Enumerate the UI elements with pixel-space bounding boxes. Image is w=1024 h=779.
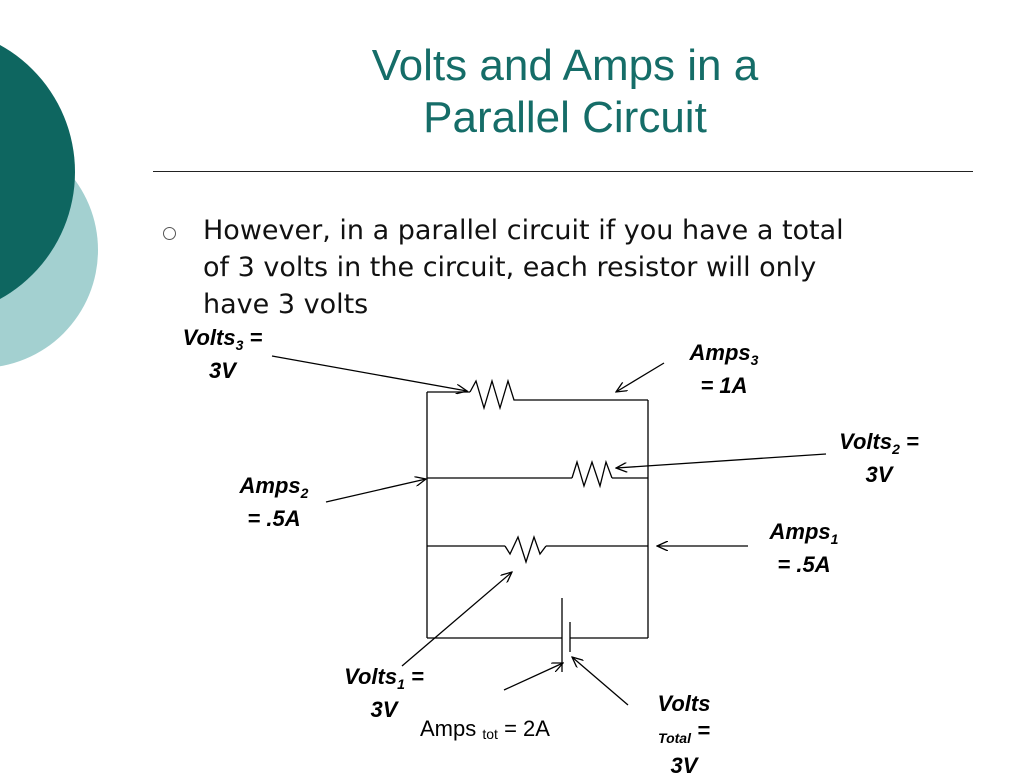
bullet-line-2: of 3 volts in the circuit, each resistor… [203, 252, 817, 283]
bullet-line-1: However, in a parallel circuit if you ha… [203, 215, 844, 246]
title-line-1: Volts and Amps in a [371, 41, 759, 90]
title-line-2: Parallel Circuit [423, 93, 707, 142]
resistor-2 [571, 459, 613, 489]
label-amps-2: Amps2 = .5A [239, 473, 309, 531]
label-volts-2: Volts2 = 3V [839, 429, 919, 487]
label-arrows [271, 355, 827, 706]
arrow-volts3 [271, 355, 467, 391]
title-divider [153, 171, 973, 172]
label-volts-1: Volts1 = 3V [344, 664, 424, 722]
resistor-1 [504, 534, 547, 565]
arrow-volts-total [572, 657, 629, 706]
decorative-circles [0, 45, 98, 367]
circuit-wires [426, 378, 649, 672]
label-amps-1: Amps1 = .5A [769, 519, 839, 577]
label-amps-3: Amps3 = 1A [689, 340, 759, 398]
arrow-amps2 [325, 479, 426, 503]
slide-title: Volts and Amps in a Parallel Circuit [250, 40, 880, 144]
arrow-volts1 [401, 572, 512, 667]
arrow-volts2 [616, 453, 827, 468]
label-volts-3: Volts3 = 3V [182, 325, 263, 383]
resistor-3 [469, 378, 522, 411]
label-volts-total: Volts Total = 3V [657, 691, 711, 778]
arrow-amps-total [503, 663, 563, 691]
bullet-text: However, in a parallel circuit if you ha… [203, 212, 973, 323]
label-amps-total: Amps tot = 2A [420, 716, 550, 742]
arrow-amps3 [616, 362, 665, 392]
bullet-line-3: have 3 volts [203, 289, 369, 320]
bullet-circle-icon [163, 227, 176, 240]
